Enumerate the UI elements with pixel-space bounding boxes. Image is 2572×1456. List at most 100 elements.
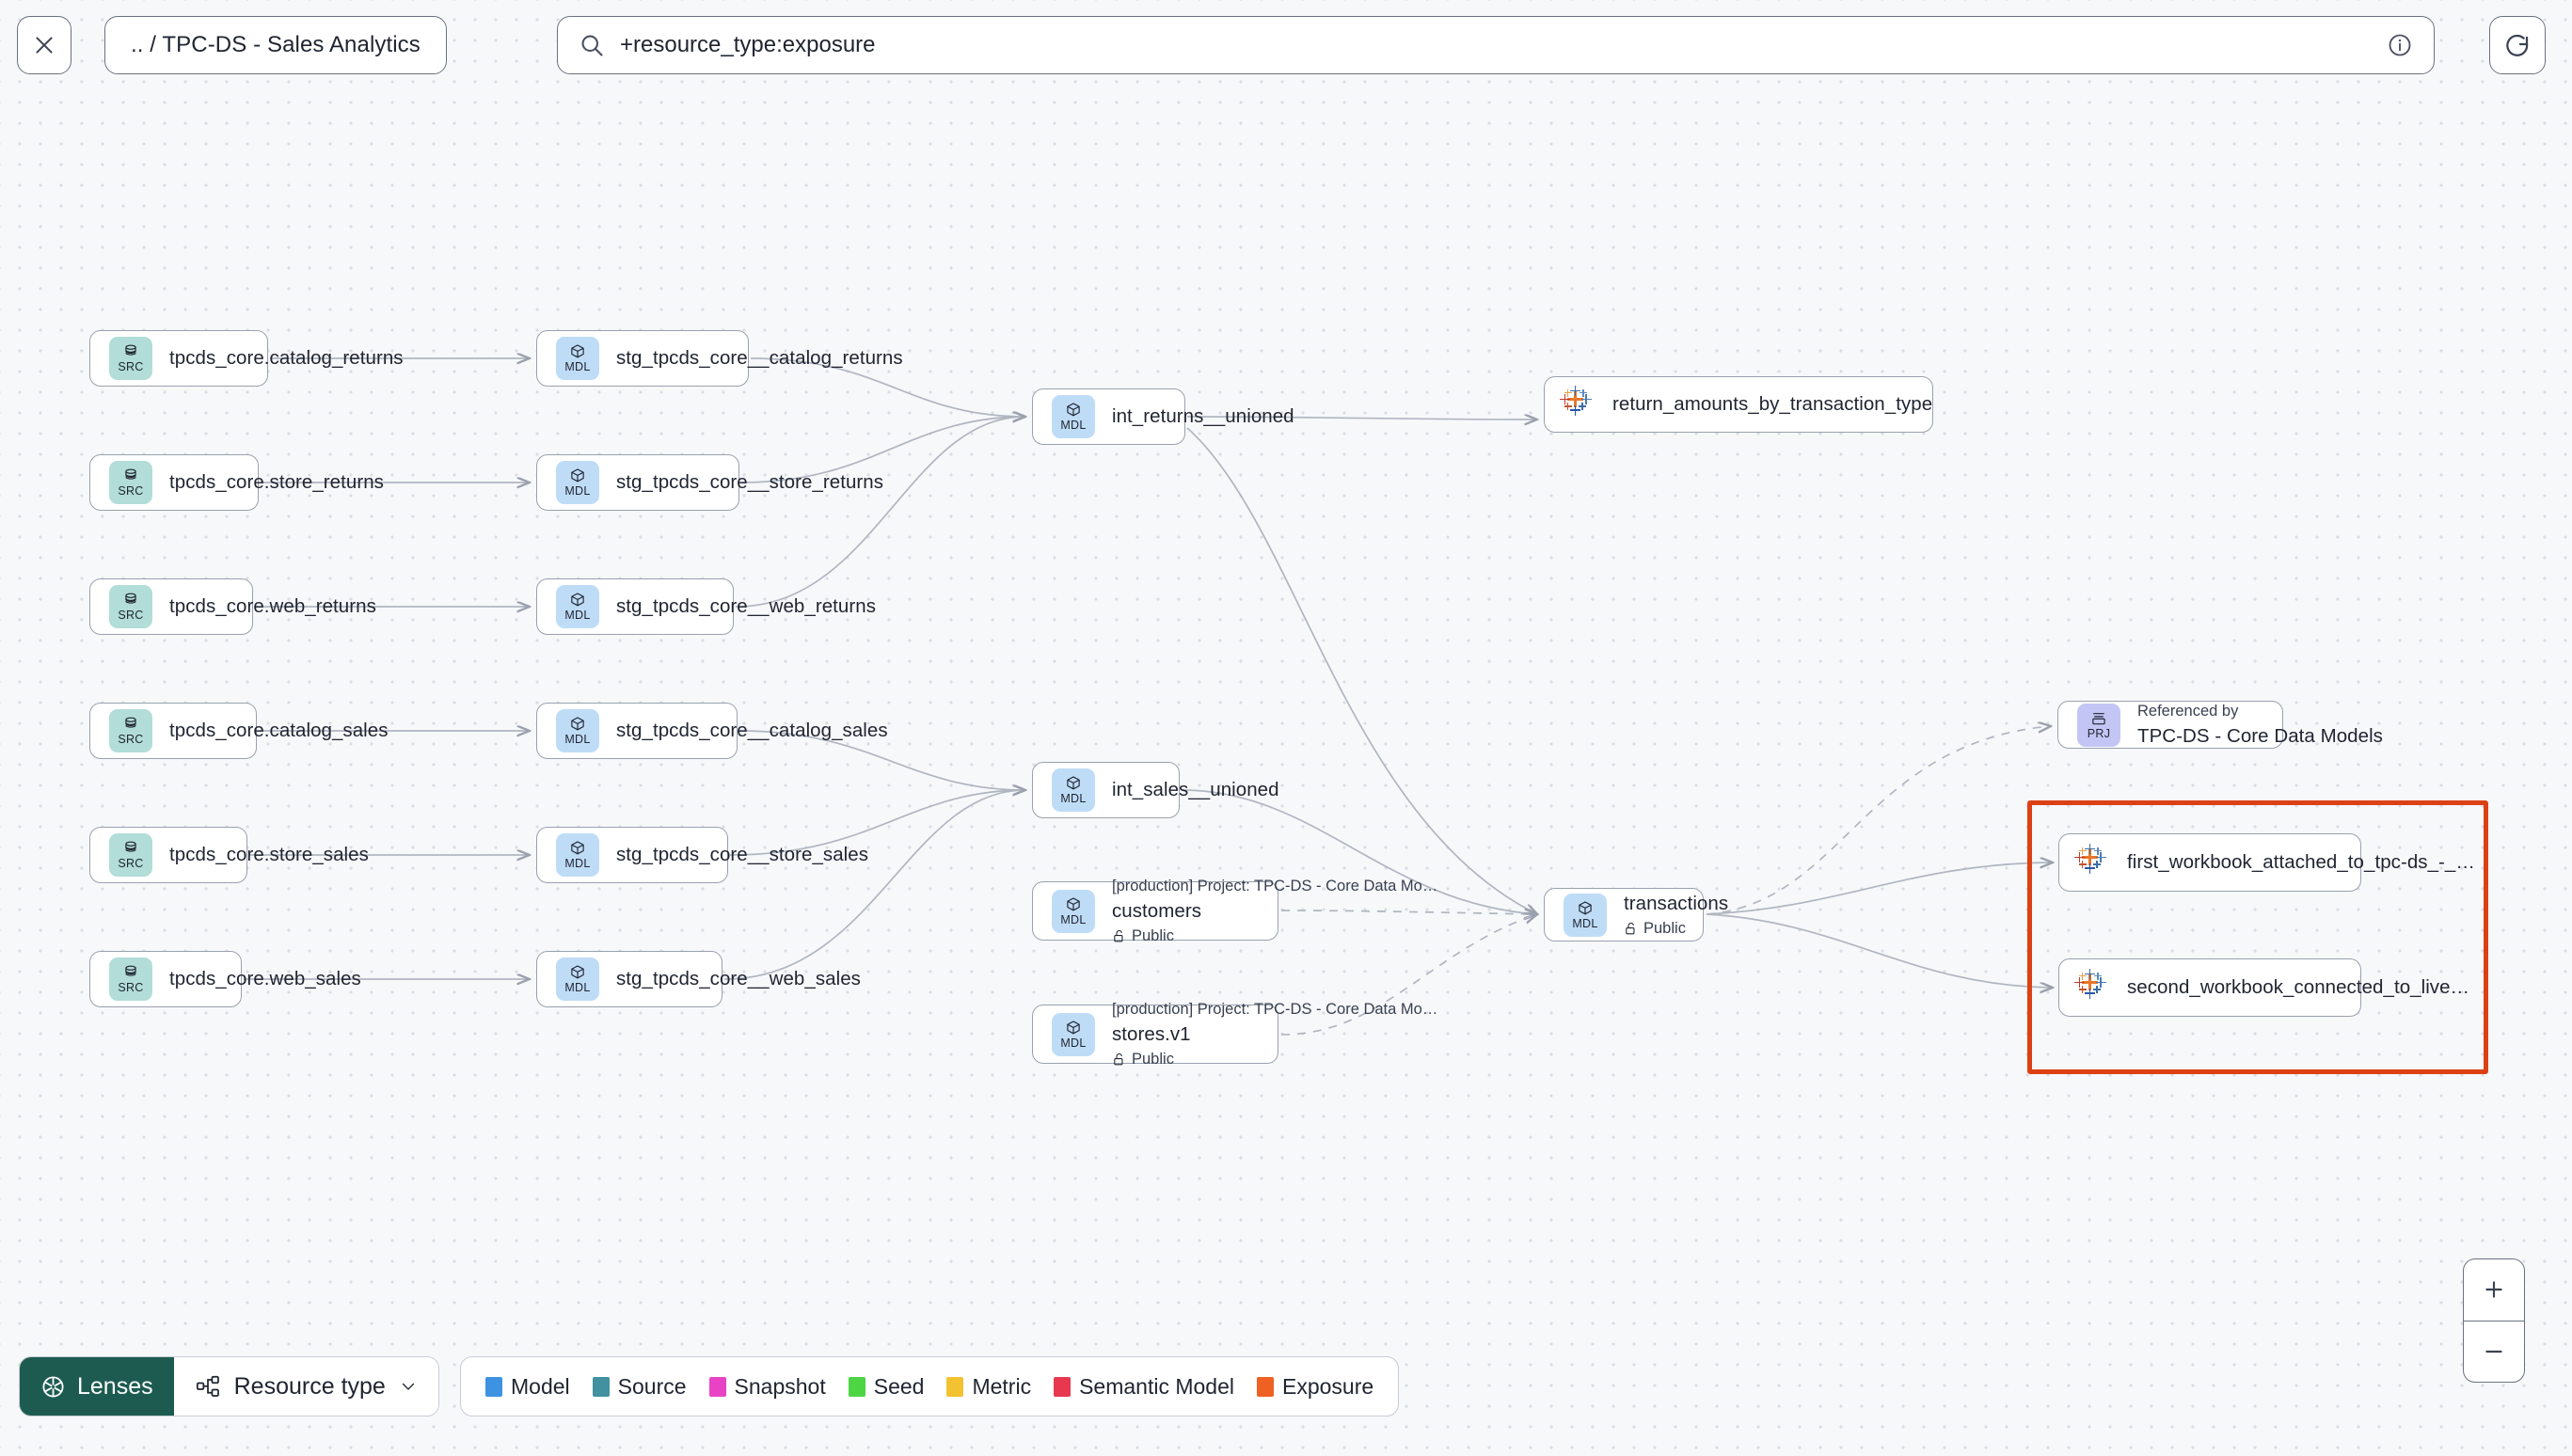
graph-node-second-workbook[interactable]: second_workbook_connected_to_live… bbox=[2058, 958, 2469, 1017]
legend-label: Metric bbox=[972, 1373, 1032, 1399]
node-label: tpcds_core.store_sales bbox=[169, 844, 369, 865]
graph-node-int-sales-unioned[interactable]: MDL int_sales__unioned bbox=[1032, 762, 1279, 818]
legend-item-seed[interactable]: Seed bbox=[848, 1374, 924, 1400]
legend-item-snapshot[interactable]: Snapshot bbox=[708, 1373, 826, 1400]
graph-node-src-store-returns[interactable]: SRC tpcds_core.store_returns bbox=[89, 454, 384, 511]
unlock-icon bbox=[1626, 922, 1635, 934]
unlock-icon bbox=[1114, 1052, 1123, 1065]
mdl-badge-icon: MDL bbox=[556, 585, 599, 628]
node-label: TPC-DS - Core Data Models bbox=[2137, 724, 2383, 747]
node-label: second_workbook_connected_to_live… bbox=[2127, 976, 2470, 998]
badge-label: MDL bbox=[1572, 916, 1598, 930]
search-input[interactable] bbox=[620, 32, 2387, 58]
node-label: int_sales__unioned bbox=[1112, 779, 1279, 800]
node-text-stack: [production] Project: TPC-DS - Core Data… bbox=[1112, 878, 1437, 945]
zoom-out-button[interactable] bbox=[2464, 1321, 2524, 1383]
mdl-badge-icon: MDL bbox=[556, 957, 599, 1001]
tableau-icon bbox=[2074, 969, 2110, 1003]
hierarchy-icon bbox=[195, 1373, 221, 1400]
src-badge-icon: SRC bbox=[109, 957, 152, 1001]
search-icon bbox=[581, 35, 603, 56]
src-badge-icon: SRC bbox=[109, 709, 152, 752]
node-label: tpcds_core.web_returns bbox=[169, 595, 376, 617]
graph-node-src-web-returns[interactable]: SRC tpcds_core.web_returns bbox=[89, 578, 376, 635]
mdl-badge-icon: MDL bbox=[1564, 893, 1607, 937]
resource-type-button[interactable]: Resource type bbox=[173, 1357, 438, 1416]
badge-label: MDL bbox=[564, 484, 591, 498]
src-badge-icon: SRC bbox=[109, 337, 152, 380]
legend-swatch bbox=[485, 1376, 502, 1397]
graph-node-return-amounts[interactable]: return_amounts_by_transaction_type bbox=[1544, 376, 1933, 433]
mdl-badge-icon: MDL bbox=[556, 833, 599, 877]
node-label: tpcds_core.catalog_returns bbox=[169, 347, 404, 369]
badge-label: SRC bbox=[118, 981, 144, 994]
graph-node-stg-web-returns[interactable]: MDL stg_tpcds_core__web_returns bbox=[536, 578, 876, 635]
refresh-icon bbox=[2506, 34, 2529, 56]
info-icon[interactable] bbox=[2387, 32, 2413, 58]
badge-label: MDL bbox=[1060, 419, 1087, 432]
badge-label: SRC bbox=[118, 609, 144, 622]
src-badge-icon: SRC bbox=[109, 461, 152, 504]
lenses-button[interactable]: Lenses bbox=[20, 1357, 174, 1416]
legend-item-source[interactable]: Source bbox=[592, 1374, 687, 1400]
badge-label: MDL bbox=[564, 733, 591, 746]
close-button[interactable] bbox=[17, 16, 71, 74]
graph-node-src-catalog-sales[interactable]: SRC tpcds_core.catalog_sales bbox=[89, 703, 388, 759]
close-icon bbox=[36, 37, 53, 54]
breadcrumb[interactable]: .. / TPC-DS - Sales Analytics bbox=[104, 16, 447, 74]
minus-icon bbox=[2485, 1350, 2502, 1353]
node-subtitle: [production] Project: TPC-DS - Core Data… bbox=[1112, 1000, 1438, 1018]
node-visibility: Public bbox=[1112, 927, 1437, 945]
node-label: tpcds_core.web_sales bbox=[169, 968, 361, 989]
mdl-badge-icon: MDL bbox=[1052, 768, 1095, 812]
node-label: return_amounts_by_transaction_type bbox=[1612, 393, 1933, 415]
graph-node-stores-v1[interactable]: MDL[production] Project: TPC-DS - Core D… bbox=[1032, 1001, 1437, 1068]
graph-node-src-web-sales[interactable]: SRC tpcds_core.web_sales bbox=[89, 951, 361, 1007]
legend-item-semantic-model[interactable]: Semantic Model bbox=[1054, 1374, 1234, 1400]
resource-type-legend: Model Source Snapshot Seed Metric Semantic Mo… bbox=[460, 1356, 1400, 1416]
bottom-toolbar: Lenses Resource type bbox=[0, 1336, 2572, 1456]
legend-label: Exposure bbox=[1282, 1373, 1374, 1399]
node-label: stores.v1 bbox=[1112, 1022, 1191, 1045]
lenses-label: Lenses bbox=[77, 1372, 153, 1400]
legend-swatch bbox=[1054, 1376, 1072, 1397]
legend-swatch bbox=[708, 1376, 726, 1397]
legend-item-metric[interactable]: Metric bbox=[946, 1374, 1031, 1400]
node-subtitle: [production] Project: TPC-DS - Core Data… bbox=[1112, 877, 1438, 894]
badge-label: MDL bbox=[1060, 912, 1087, 926]
refresh-button[interactable] bbox=[2489, 16, 2546, 74]
breadcrumb-label: .. / TPC-DS - Sales Analytics bbox=[131, 32, 421, 57]
search-bar[interactable] bbox=[557, 16, 2435, 74]
badge-label: SRC bbox=[118, 733, 144, 746]
graph-node-customers[interactable]: MDL [production] Project: TPC-DS - Core D… bbox=[1032, 878, 1437, 944]
node-visibility: Public bbox=[1624, 920, 1728, 938]
legend-item-model[interactable]: Model bbox=[485, 1374, 570, 1400]
node-label: tpcds_core.catalog_sales bbox=[169, 720, 389, 741]
legend-label: Snapshot bbox=[734, 1373, 826, 1399]
node-label: tpcds_core.store_returns bbox=[169, 471, 384, 493]
mdl-badge-icon: MDL bbox=[1052, 395, 1095, 438]
mdl-badge-icon: MDL bbox=[1052, 889, 1095, 933]
graph-node-src-catalog-returns[interactable]: SRC tpcds_core.catalog_returns bbox=[89, 330, 404, 387]
node-label: stg_tpcds_core__catalog_returns bbox=[616, 347, 903, 369]
legend-swatch bbox=[592, 1376, 610, 1397]
zoom-in-button[interactable] bbox=[2464, 1259, 2524, 1321]
node-label: stg_tpcds_core__web_returns bbox=[616, 595, 876, 617]
top-toolbar: .. / TPC-DS - Sales Analytics bbox=[0, 0, 2572, 105]
graph-node-first-workbook[interactable]: first_workbook_attached_to_tpc-ds_-_… bbox=[2058, 833, 2475, 892]
legend-item-exposure[interactable]: Exposure bbox=[1257, 1374, 1373, 1400]
mdl-badge-icon: MDL bbox=[556, 709, 599, 752]
legend-swatch bbox=[946, 1376, 964, 1397]
node-label: first_workbook_attached_to_tpc-ds_-_… bbox=[2127, 851, 2475, 873]
